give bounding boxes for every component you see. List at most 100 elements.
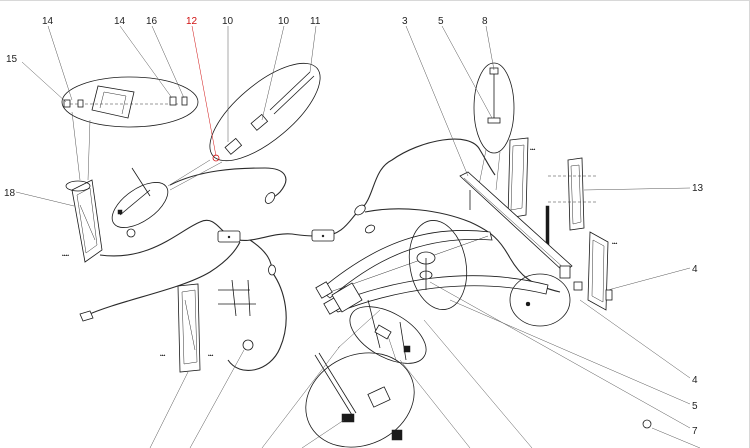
cable-grommet-4	[364, 224, 376, 234]
clip-10b	[224, 137, 243, 155]
lamp-lens-18-inner	[76, 187, 98, 254]
lamp-lens-4-inner	[591, 239, 605, 303]
lens-part-15	[91, 85, 135, 119]
leader-bottom-a	[149, 371, 189, 448]
nut-14a	[77, 99, 84, 108]
bolt-cluster-nut	[403, 345, 411, 353]
bolt-cluster	[374, 324, 392, 340]
callout-10-right: 10	[278, 16, 290, 27]
leader-11	[309, 25, 317, 73]
lamp-lens-a-inner	[510, 144, 525, 211]
nut-16	[181, 96, 188, 106]
callout-4-upper: 4	[692, 264, 698, 275]
bolt-vertical-b	[399, 321, 407, 361]
lower-bracket-bolt-b	[247, 279, 251, 317]
detail-oval-1	[61, 76, 199, 128]
cable-grommet-3	[354, 204, 366, 216]
detail-bubble-bottom-center	[305, 309, 415, 448]
lamp-18-mark: ▴▴▴▴	[62, 253, 69, 257]
callout-18: 18	[4, 188, 16, 199]
bolt-vertical-a	[367, 299, 381, 349]
detail-oval-2-tail-a	[167, 159, 211, 187]
crossbar-endcap	[559, 265, 571, 279]
side-arm-upper	[319, 229, 493, 299]
leader-10b	[261, 25, 285, 121]
detail-oval-5	[305, 352, 415, 448]
lamp-assembly-upper-right: ▴▴▴ ▴▴▴	[507, 137, 618, 311]
detail-oval-5-tail-a	[337, 309, 381, 349]
callout-8: 8	[482, 16, 488, 27]
leader-4b	[579, 299, 691, 379]
rear-plate-hole	[525, 301, 531, 307]
arm-endcap-a	[315, 281, 333, 299]
leader-14a	[47, 25, 73, 101]
lamp-lower-mark-b: ▴▴▴	[208, 353, 214, 357]
lamp-lens-4	[587, 231, 609, 311]
lamp-18-cap	[65, 180, 91, 192]
lamp-lens-13	[567, 157, 585, 231]
side-arm-lower	[329, 275, 549, 313]
callout-4-lower: 4	[692, 375, 698, 386]
washer-bottom-right	[642, 419, 652, 429]
cable-right-2	[509, 257, 561, 293]
detail-oval-4	[408, 220, 468, 310]
callout-5-lower: 5	[692, 401, 698, 412]
cable-grommet-1	[264, 192, 276, 204]
lamp-lens-a	[507, 137, 529, 219]
leader-bottom-right	[651, 427, 701, 448]
bracket-nut	[117, 209, 123, 215]
detail-bubble-top-center	[167, 62, 321, 191]
frame-assembly-3	[315, 171, 573, 361]
cable-lower	[227, 239, 287, 371]
callout-leaders	[15, 25, 701, 448]
detail-bubble-upper-left	[61, 76, 199, 181]
bottom-clip	[367, 386, 391, 408]
washer-lower	[242, 339, 254, 351]
callout-5-top: 5	[438, 16, 444, 27]
bracket-bar	[119, 189, 151, 216]
clip-10a	[250, 113, 269, 131]
detail-oval-6	[349, 306, 427, 364]
lamp-lens-lower-hatch	[184, 299, 196, 351]
callout-14-right: 14	[114, 16, 126, 27]
rear-plate-outline	[509, 273, 571, 327]
connector-dot-right	[321, 234, 325, 238]
cable-grommet-2	[268, 264, 276, 276]
leader-16	[151, 25, 185, 99]
leader-15	[21, 61, 67, 103]
detail-oval-1-tail-b	[87, 119, 91, 181]
leader-bottom-f	[423, 319, 533, 448]
callout-16: 16	[146, 16, 158, 27]
callout-12: 12	[186, 16, 198, 27]
leader-5a	[441, 25, 493, 119]
leader-7	[429, 281, 691, 429]
leader-bottom-c	[261, 345, 341, 448]
lamp-lens-13-inner	[570, 164, 582, 225]
crossbar	[459, 171, 573, 273]
callout-7: 7	[692, 426, 698, 437]
leader-13	[583, 187, 691, 191]
rod-bottom-b	[318, 352, 357, 414]
leader-bottom-d	[301, 419, 345, 448]
leader-18	[15, 191, 75, 207]
cable-right-1	[364, 208, 511, 259]
lower-bracket-bolt-a	[231, 279, 237, 317]
leader-14b	[119, 25, 173, 99]
crossbar-edge	[463, 177, 567, 271]
callout-labels: 15 14 14 16 12 10 10 11 3 5 8 13 18 4 4 …	[4, 16, 704, 437]
callout-11: 11	[310, 16, 321, 27]
bottom-block-2	[391, 429, 403, 441]
lens-inner-15	[99, 91, 127, 115]
screw-14b	[169, 96, 177, 106]
leader-4a	[607, 267, 691, 291]
leader-bottom-e	[399, 359, 471, 448]
lamp-4-clip	[605, 289, 613, 301]
lamp-4-mark: ▴▴▴	[612, 241, 618, 245]
leader-8	[485, 25, 495, 71]
leader-5b	[449, 299, 691, 405]
lamp-4-block	[573, 281, 583, 291]
cable-plug-end	[79, 310, 94, 322]
frame-top-border	[0, 0, 750, 1]
detail-oval-1-tail-a	[71, 111, 81, 181]
callout-3: 3	[402, 16, 408, 27]
